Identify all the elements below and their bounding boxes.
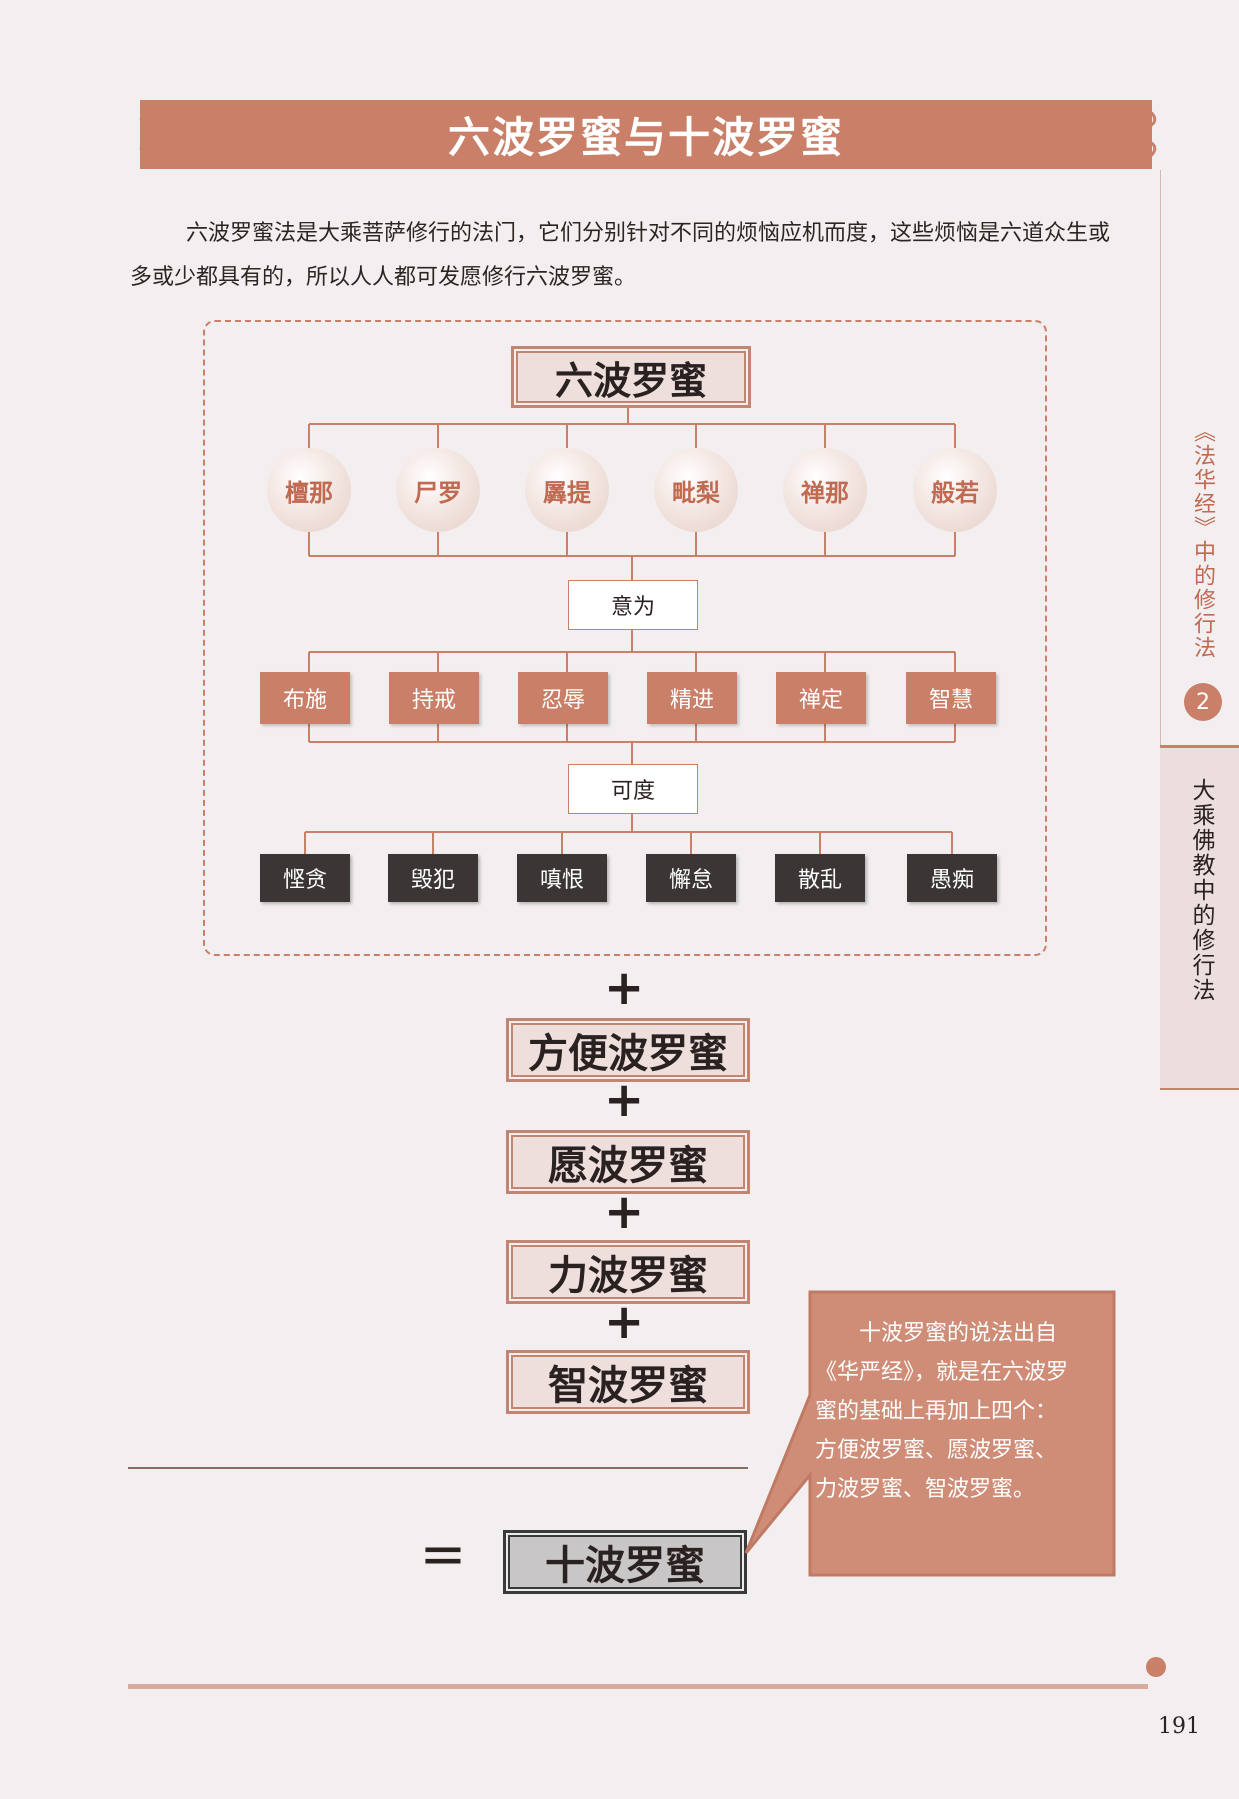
paramita-circle: 檀那 [267,448,351,532]
side-divider [1160,170,1161,1090]
added-paramita-box: 智波罗蜜 [506,1350,750,1414]
overcome-label-box: 可度 [568,764,698,814]
affliction-box: 悭贪 [260,854,350,902]
section-tab-bottom-rule [1160,1088,1239,1090]
affliction-box: 嗔恨 [517,854,607,902]
page-title: 六波罗蜜与十波罗蜜 [447,113,844,162]
affliction-box: 愚痴 [907,854,997,902]
meaning-box: 禅定 [776,672,866,724]
page-number: 191 [1158,1714,1200,1739]
paramita-circle: 羼提 [525,448,609,532]
added-paramita-box: 力波罗蜜 [506,1240,750,1304]
scroll-ornament-right-icon [1134,106,1157,162]
result-ten-paramita-box: 十波罗蜜 [503,1530,747,1594]
meaning-box: 布施 [260,672,350,724]
paramita-circle: 般若 [913,448,997,532]
paramita-circle: 禅那 [783,448,867,532]
affliction-box: 散乱 [775,854,865,902]
added-paramita-box: 愿波罗蜜 [506,1130,750,1194]
paramita-circle: 尸罗 [396,448,480,532]
chapter-badge: 2 [1184,683,1222,721]
meaning-box: 持戒 [389,672,479,724]
callout-text: 十波罗蜜的说法出自《华严经》，就是在六波罗蜜的基础上再加上四个：方便波罗蜜、愿波… [815,1321,1069,1502]
footer-rule [128,1684,1148,1689]
scroll-ornament-left-icon [139,106,162,162]
section-tab [1160,745,1239,1090]
meaning-label-box: 意为 [568,580,698,630]
meaning-box: 忍辱 [518,672,608,724]
sum-divider-line [128,1467,748,1469]
paramita-circle: 毗梨 [654,448,738,532]
book-title-vertical: 《法华经》中的修行法 [1190,420,1215,660]
plus-sign: + [604,1294,645,1350]
title-banner: 六波罗蜜与十波罗蜜 [140,100,1152,169]
six-paramita-frame [203,320,1047,956]
root-six-paramita-box: 六波罗蜜 [511,346,751,408]
callout-bubble [744,1290,1116,1577]
equals-sign: = [419,1522,467,1587]
affliction-box: 毁犯 [388,854,478,902]
meaning-box: 智慧 [906,672,996,724]
affliction-box: 懈怠 [646,854,736,902]
footer-dot-icon [1146,1657,1166,1677]
plus-sign: + [604,1072,645,1128]
meaning-box: 精进 [647,672,737,724]
section-tab-top-rule [1160,745,1239,748]
added-paramita-box: 方便波罗蜜 [506,1018,750,1082]
plus-sign: + [604,1184,645,1240]
intro-paragraph: 六波罗蜜法是大乘菩萨修行的法门，它们分别针对不同的烦恼应机而度，这些烦恼是六道众… [130,221,1111,290]
section-title-vertical: 大乘佛教中的修行法 [1188,778,1214,1003]
plus-sign: + [604,960,645,1016]
